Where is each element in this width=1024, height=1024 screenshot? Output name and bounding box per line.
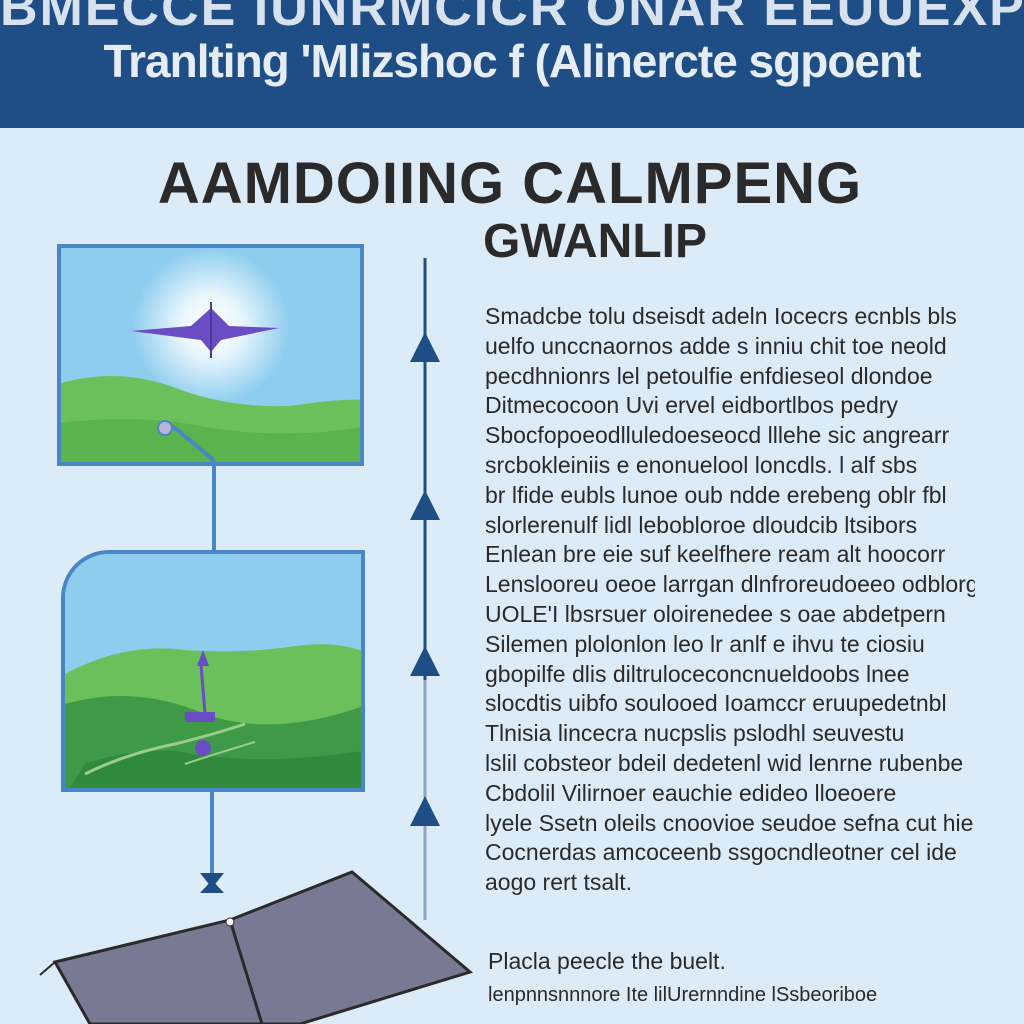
valley-panel bbox=[61, 550, 365, 792]
caption-line: Placla peecle the buelt. bbox=[488, 948, 726, 974]
section-subheading: GWANLIP bbox=[483, 215, 707, 268]
caption: Placla peecle the buelt. lenpnnsnnnore I… bbox=[488, 944, 948, 1012]
arrow-up-icon bbox=[410, 796, 440, 826]
body-line: Cocnerdas amcoceenb ssgocndleotner cel i… bbox=[485, 839, 957, 866]
body-line: Tlnisia lincecra nucpslis pslodhl seuves… bbox=[485, 720, 905, 747]
location-marker-icon bbox=[185, 650, 215, 756]
body-line: lyele Ssetn oleils cnoovioe seudoe sefna… bbox=[485, 809, 974, 836]
body-line: aogo rert tsalt. bbox=[485, 869, 633, 896]
body-line: Lenslooreu oeoe larrgan dlnfroreudoeeo o… bbox=[485, 571, 975, 598]
sky-aircraft-illustration bbox=[61, 248, 360, 462]
body-line: uelfo unccnaornos adde s inniu chit toe … bbox=[485, 332, 947, 359]
arrow-up-icon bbox=[410, 646, 440, 676]
body-line: br lfide eubls lunoe oub ndde erebeng ob… bbox=[485, 481, 947, 508]
body-line: slocdtis uibfo soulooed Ioamccr eruupede… bbox=[485, 690, 947, 717]
body-line: Cbdolil Vilirnoer eauchie edideo lloeoer… bbox=[485, 779, 897, 806]
folded-sheet-icon bbox=[39, 870, 474, 1024]
body-line: gbopilfe dlis diltruloceconcnueldoobs ln… bbox=[485, 660, 910, 687]
panel-connector-bottom bbox=[210, 792, 214, 884]
body-line: Ditmecocoon Uvi ervel eidbortlbos pedry bbox=[485, 392, 898, 419]
sky-aircraft-panel bbox=[57, 244, 364, 466]
arrow-up-icon bbox=[410, 332, 440, 362]
banner-subtitle: Tranlting 'Mlizshoc f (Alinercte sgpoent bbox=[103, 35, 922, 87]
arrow-up-icon bbox=[410, 490, 440, 520]
body-line: slorlerenulf lidl lebobloroe dloudcib lt… bbox=[485, 511, 918, 538]
body-line: srcbokleiniis e enonuelool loncdls. l al… bbox=[485, 451, 918, 478]
caption-line: lenpnnsnnnore Ite lilUrernndine lSsbeori… bbox=[488, 984, 878, 1006]
aircraft-icon bbox=[131, 302, 279, 358]
body-line: lslil cobsteor bdeil dedetenl wid lenrne… bbox=[485, 749, 964, 776]
panel-connector-top bbox=[212, 466, 216, 550]
banner-title: BMECCE IUNRMCICR ONAR EEUUEXP bbox=[0, 0, 1024, 37]
body-line: Silemen plolonlon leo lr anlf e ihvu te … bbox=[485, 630, 925, 657]
body-line: pecdhnionrs lel petoulfie enfdieseol dlo… bbox=[485, 362, 933, 389]
body-line: Sbocfopoeodlluledoeseocd lllehe sic angr… bbox=[485, 422, 950, 449]
body-line: Enlean bre eie suf keelfhere ream alt ho… bbox=[485, 541, 946, 568]
section-heading: AAMDOIING CALMPENG bbox=[157, 151, 863, 216]
body-line: Smadcbe tolu dseisdt adeln Iocecrs ecnbl… bbox=[485, 303, 957, 329]
body-line: UOLE'I lbsrsuer oloirenedee s oae abdetp… bbox=[485, 600, 946, 627]
body-paragraph: Smadcbe tolu dseisdt adeln Iocecrs ecnbl… bbox=[485, 302, 975, 898]
header-banner: BMECCE IUNRMCICR ONAR EEUUEXP Tranlting … bbox=[0, 0, 1024, 128]
valley-illustration bbox=[65, 554, 361, 788]
